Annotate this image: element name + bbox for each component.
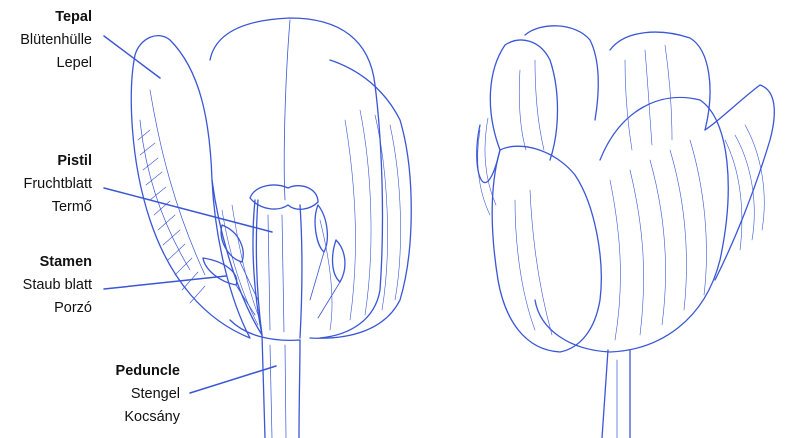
label-peduncle-name: Peduncle bbox=[0, 360, 180, 383]
label-pistil: Pistil Fruchtblatt Termő bbox=[0, 150, 92, 219]
label-peduncle-hungarian: Kocsány bbox=[0, 406, 180, 429]
tepal-back bbox=[210, 18, 382, 338]
label-tepal: Tepal Blütenhülle Lepel bbox=[0, 6, 92, 75]
stamen-anther-4 bbox=[333, 240, 345, 282]
label-peduncle: Peduncle Stengel Kocsány bbox=[0, 360, 180, 429]
label-pistil-german: Fruchtblatt bbox=[0, 173, 92, 196]
tepal-right bbox=[310, 60, 411, 338]
label-tepal-hungarian: Lepel bbox=[0, 52, 92, 75]
tepal-left bbox=[131, 36, 250, 338]
label-tepal-german: Blütenhülle bbox=[0, 29, 92, 52]
pistil-body bbox=[256, 200, 302, 338]
front-petal bbox=[535, 98, 728, 353]
label-stamen: Stamen Staub blatt Porzó bbox=[0, 251, 92, 320]
label-pistil-name: Pistil bbox=[0, 150, 92, 173]
label-peduncle-german: Stengel bbox=[0, 383, 180, 406]
label-stamen-german: Staub blatt bbox=[0, 274, 92, 297]
label-tepal-name: Tepal bbox=[0, 6, 92, 29]
tulip-closed-drawing bbox=[477, 26, 775, 438]
label-pistil-hungarian: Termő bbox=[0, 196, 92, 219]
label-stamen-name: Stamen bbox=[0, 251, 92, 274]
stamen-anther-2 bbox=[203, 258, 237, 285]
leader-pistil bbox=[104, 188, 272, 232]
leader-stamen bbox=[104, 276, 226, 289]
label-stamen-hungarian: Porzó bbox=[0, 297, 92, 320]
peduncle-stem bbox=[262, 335, 300, 438]
